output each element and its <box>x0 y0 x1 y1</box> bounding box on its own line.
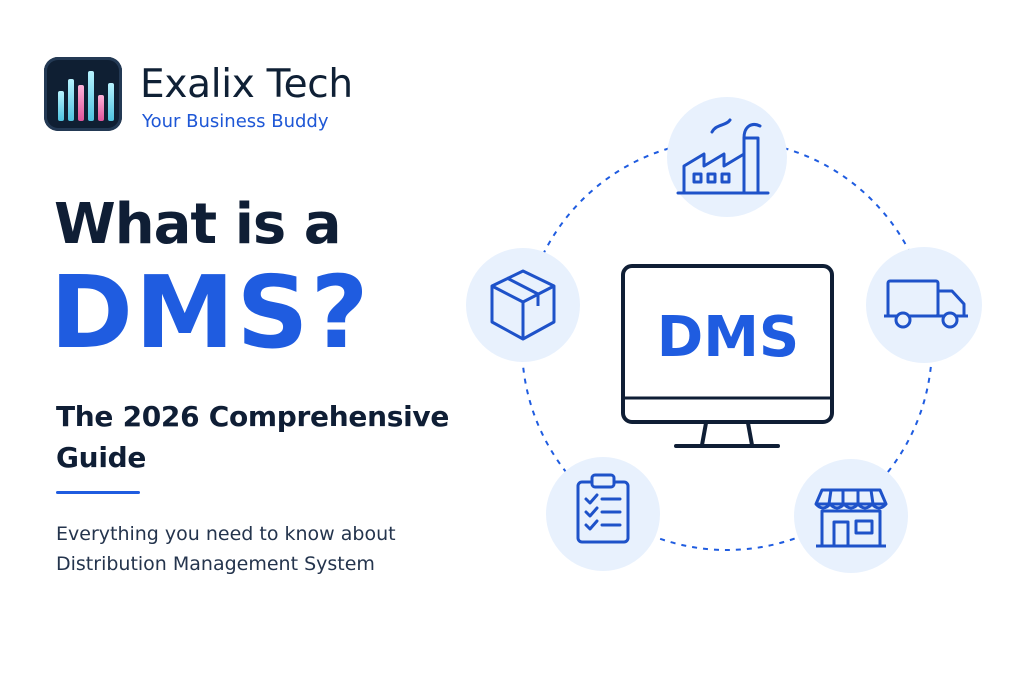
box-icon <box>490 269 556 341</box>
logo-badge <box>44 57 122 131</box>
headline-line-1: What is a <box>54 192 342 257</box>
description: Everything you need to know about Distri… <box>56 523 396 576</box>
monitor: DMS <box>621 264 834 448</box>
node-circle-factory <box>667 97 787 217</box>
factory-icon <box>676 118 770 195</box>
monitor-label: DMS <box>657 305 800 370</box>
store-icon <box>814 488 888 548</box>
clipboard-checklist-icon <box>576 473 630 544</box>
node-circle-truck <box>866 247 982 363</box>
truck-icon <box>884 279 968 329</box>
brand-tagline: Your Business Buddy <box>142 111 329 132</box>
brand-name: Exalix Tech <box>140 62 353 107</box>
divider <box>56 491 140 494</box>
node-circle-store <box>794 459 908 573</box>
node-circle-clipboard <box>546 457 660 571</box>
bar-chart-logo-icon <box>58 71 114 121</box>
subtitle: The 2026 Comprehensive Guide <box>56 400 450 475</box>
headline-line-2: DMS? <box>50 254 371 371</box>
